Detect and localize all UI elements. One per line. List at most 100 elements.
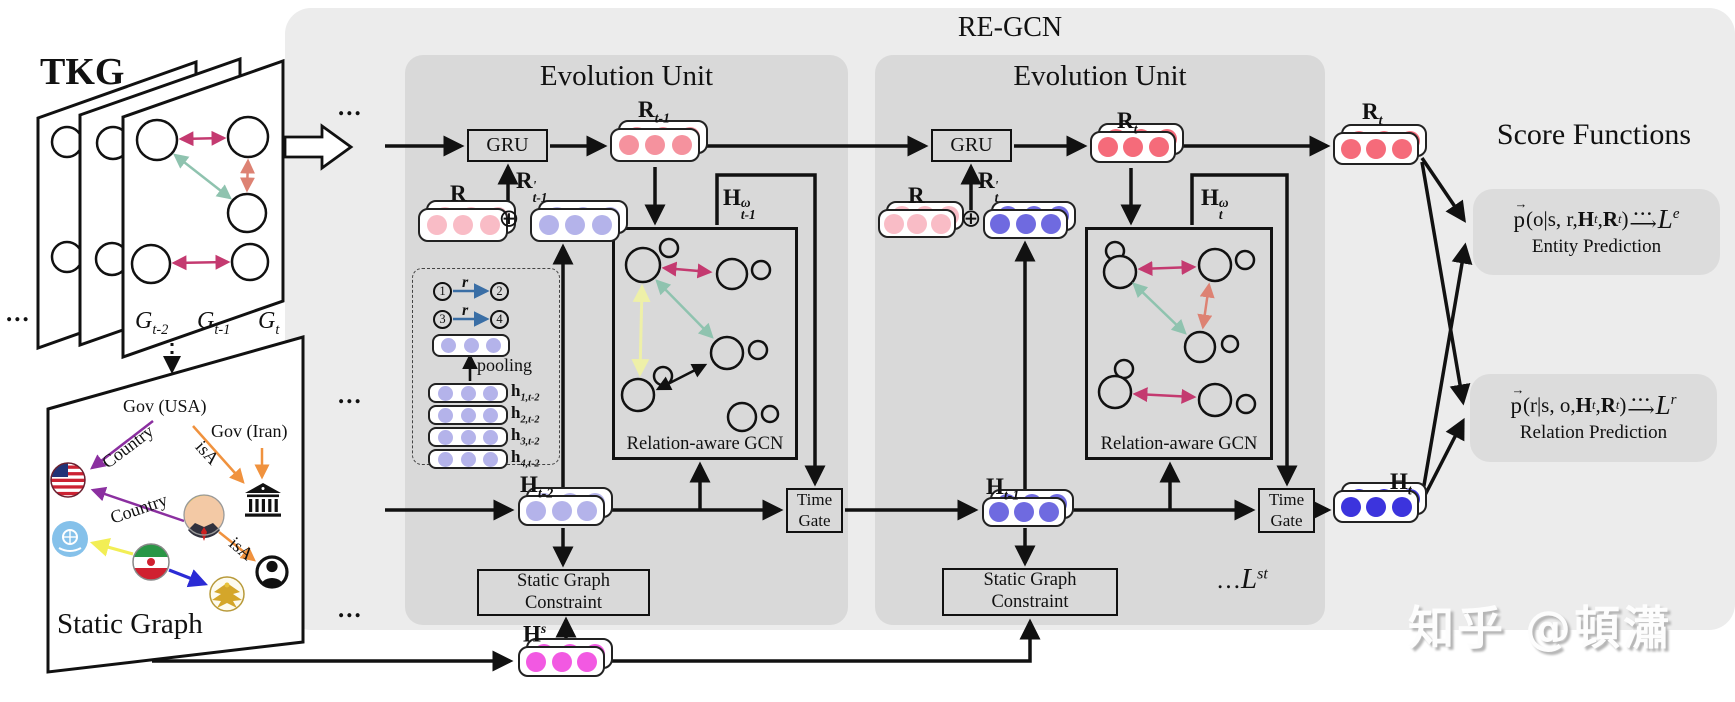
rt1-out-label: Rt-1 xyxy=(638,97,670,126)
h-row-4 xyxy=(428,449,508,469)
oplus-icon-unit2: ⊕ xyxy=(960,203,982,233)
static-loss-label: …Lst xyxy=(1216,563,1268,595)
h-row-1 xyxy=(428,383,508,403)
time-gate-2-line1: Time xyxy=(1268,490,1305,510)
relation-prediction-caption: Relation Prediction xyxy=(1519,422,1668,443)
evolution-unit-1-title: Evolution Unit xyxy=(539,60,714,92)
ellipsis-mid: ... xyxy=(338,382,363,409)
gcn2-graph xyxy=(1097,240,1257,418)
static-graph-constraint-1-box: Static Graph Constraint xyxy=(477,569,650,616)
ht-final-label: Ht xyxy=(1390,469,1412,498)
entity-mean-embedding-unit1 xyxy=(530,200,628,242)
gru1-box: GRU xyxy=(467,129,548,162)
flow-lines xyxy=(152,135,1473,672)
r-edge-label-2: r xyxy=(462,302,469,319)
relation-embedding-r-unit2 xyxy=(878,201,964,238)
gcn2-label: Relation-aware GCN xyxy=(1100,434,1258,454)
pooled-embedding xyxy=(432,334,510,357)
regcn-title: RE-GCN xyxy=(957,12,1063,43)
pooling-label: pooling xyxy=(477,355,533,375)
score-functions-title: Score Functions xyxy=(1496,118,1692,151)
entity-embedding-ht1 xyxy=(982,489,1074,527)
gru2-label: GRU xyxy=(950,134,993,156)
static-embedding-hs xyxy=(518,638,613,677)
ht2-label: Ht-2 xyxy=(520,472,554,501)
r-prime-label-unit1: R't-1 xyxy=(516,168,548,205)
h-row-2 xyxy=(428,405,508,425)
time-gate-1-line1: Time xyxy=(796,490,833,510)
gcn2-box: Relation-aware GCN xyxy=(1085,227,1273,460)
entity-embedding-ht2 xyxy=(518,487,613,526)
relation-r-edges xyxy=(453,283,490,327)
bank-icon xyxy=(245,483,281,517)
sgc2-line1: Static Graph xyxy=(983,570,1077,591)
arrow-icon: ⟶ xyxy=(1629,213,1657,235)
static-graph-constraint-2-box: Static Graph Constraint xyxy=(942,568,1118,616)
gcn1-label: Relation-aware GCN xyxy=(626,434,784,454)
gru2-box: GRU xyxy=(931,129,1012,162)
r-in-label-unit2: R xyxy=(908,183,925,208)
relation-embedding-rt-final xyxy=(1333,124,1427,165)
un-emblem-node xyxy=(52,521,88,557)
ellipsis-top: ... xyxy=(338,94,363,121)
rt-out-label: Rt xyxy=(1117,108,1138,137)
tkg-input-arrow xyxy=(283,123,354,171)
rt-final-label: Rt xyxy=(1362,99,1383,128)
sgc2-line2: Constraint xyxy=(991,592,1069,612)
evolution-unit-2-title: Evolution Unit xyxy=(1013,60,1187,92)
gru1-label: GRU xyxy=(486,134,529,156)
usa-flag-node xyxy=(50,462,86,498)
gov-iran-label: Gov (Iran) xyxy=(211,421,288,441)
r-in-label-unit1: R xyxy=(450,181,467,206)
ht1-label: Ht-1 xyxy=(986,474,1020,503)
relation-embedding-r-unit1 xyxy=(418,200,516,242)
g-t2-label: Gt-2 xyxy=(135,308,169,338)
g-t-label: Gt xyxy=(258,308,280,338)
time-gate-1-line2: Gate xyxy=(798,510,831,530)
tkg-title: TKG xyxy=(40,51,125,93)
tkg-panels xyxy=(36,56,285,360)
arrow-icon: ⟶ xyxy=(1627,399,1655,421)
entity-mean-embedding-unit2 xyxy=(983,201,1076,239)
vector-arrow-icon: → xyxy=(1514,196,1528,211)
entity-node-2: 2 xyxy=(490,282,509,301)
sgc1-line2: Constraint xyxy=(524,592,603,613)
tkg-ellipsis: ... xyxy=(6,300,31,327)
time-gate-1-box: Time Gate xyxy=(786,488,843,533)
gcn1-box: Relation-aware GCN xyxy=(612,227,798,460)
hs-label: Hs xyxy=(523,621,547,647)
eagle-emblem-node xyxy=(209,576,245,612)
h-row-1-label: h1,t-2 xyxy=(511,381,540,404)
gov-usa-label: Gov (USA) xyxy=(123,396,207,416)
tkg-relation-edges xyxy=(171,130,256,271)
entity-node-1: 1 xyxy=(433,282,452,301)
h-row-3-label: h3,t-2 xyxy=(511,425,540,448)
entity-embedding-ht-final xyxy=(1333,482,1427,523)
relation-embedding-rt1-out xyxy=(610,120,708,162)
relation-embedding-rt-out xyxy=(1090,123,1184,163)
sgc1-line1: Static Graph xyxy=(517,570,610,591)
watermark: 知乎 @頓瀟 xyxy=(1408,601,1673,655)
entity-prediction-caption: Entity Prediction xyxy=(1531,236,1662,257)
oplus-icon-unit1: ⊕ xyxy=(498,203,520,233)
person-icon xyxy=(255,555,289,589)
h-row-3 xyxy=(428,427,508,447)
time-gate-2-box: Time Gate xyxy=(1258,488,1315,533)
r-prime-label-unit2: R't xyxy=(978,168,999,205)
vector-arrow-icon: → xyxy=(1511,382,1525,397)
entity-node-3: 3 xyxy=(433,310,452,329)
static-graph-edges xyxy=(89,420,270,588)
gcn1-graph xyxy=(620,237,780,433)
iran-flag-node xyxy=(132,543,170,581)
ellipsis-bottom: ... xyxy=(338,596,363,623)
h-row-2-label: h2,t-2 xyxy=(511,403,540,426)
entity-node-4: 4 xyxy=(490,310,509,329)
r-edge-label-1: r xyxy=(462,274,469,291)
